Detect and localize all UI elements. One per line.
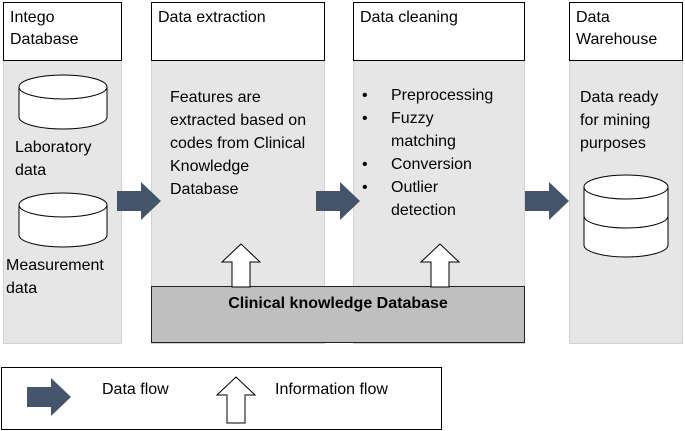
laboratory-database-icon: [18, 74, 108, 130]
cleaning-steps-list: Preprocessing Fuzzy matching Conversion …: [362, 84, 512, 222]
legend-information-flow-arrow: [215, 376, 257, 424]
legend-data-flow-label: Data flow: [102, 381, 169, 398]
cleaning-step: Conversion: [362, 153, 512, 176]
warehouse-description: Data ready for mining purposes: [580, 89, 659, 152]
legend-data-flow-arrow: [27, 378, 71, 416]
data-flow-arrow-to-extraction: [117, 182, 161, 220]
intego-header: Intego Database: [3, 2, 122, 61]
cleaning-step: Outlier detection: [362, 176, 471, 222]
legend: [1, 367, 442, 430]
laboratory-data-label: Laboratory data: [15, 139, 92, 179]
extraction-header: Data extraction: [151, 2, 325, 61]
data-warehouse-database-icon: [583, 174, 669, 258]
clinical-knowledge-database: Clinical knowledge Database: [151, 286, 525, 343]
cleaning-step: Fuzzy matching: [362, 107, 463, 153]
measurement-data-label: Measurement data: [6, 257, 104, 297]
measurement-database-icon: [18, 192, 108, 248]
information-flow-arrow-cleaning: [419, 243, 461, 288]
warehouse-header: Data Warehouse: [569, 2, 683, 61]
data-flow-arrow-to-cleaning: [316, 182, 360, 220]
information-flow-arrow-extraction: [220, 243, 262, 288]
cleaning-step: Preprocessing: [362, 84, 512, 107]
data-flow-arrow-to-warehouse: [525, 182, 569, 220]
extraction-description: Features are extracted based on codes fr…: [170, 89, 307, 198]
legend-information-flow-label: Information flow: [275, 381, 388, 398]
cleaning-header: Data cleaning: [353, 2, 525, 61]
